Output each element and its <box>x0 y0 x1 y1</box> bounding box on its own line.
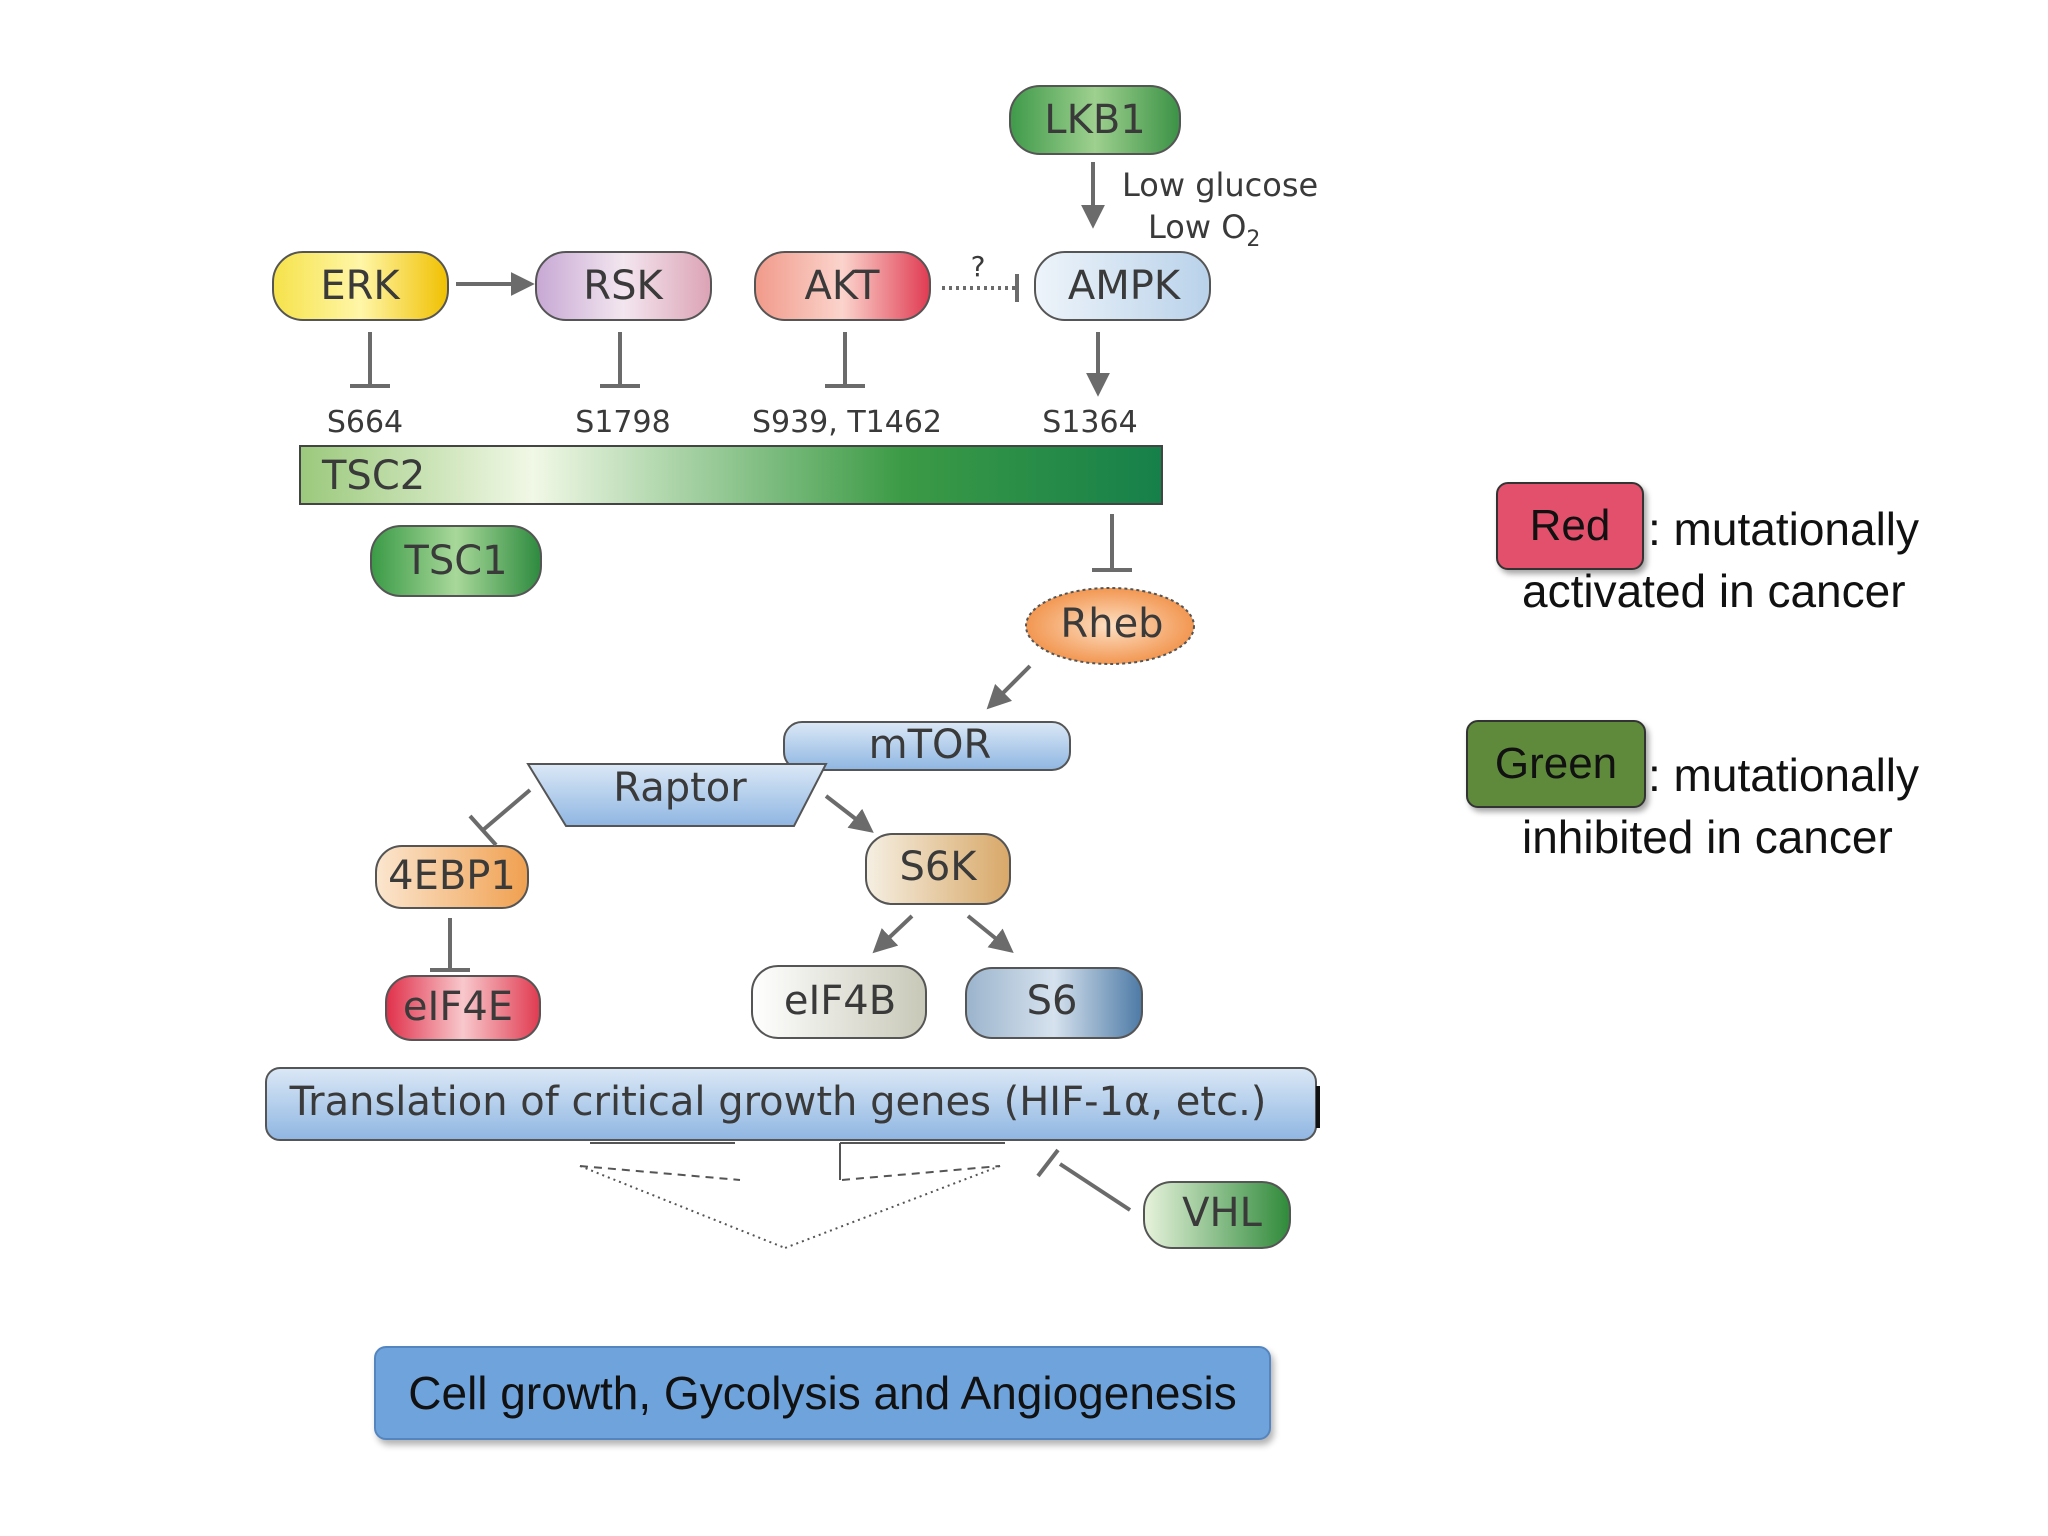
translation-bar: Translation of critical growth genes (HI… <box>265 1067 1320 1141</box>
ampk-label: AMPK <box>1068 263 1182 309</box>
stress-label-subscript: 2 <box>1246 227 1260 252</box>
rheb-node: Rheb <box>1025 587 1195 665</box>
tsc1-node: TSC1 <box>370 525 542 597</box>
legend-green-desc-line1: : mutationally <box>1648 749 1920 801</box>
translation-label: Translation of critical growth genes (HI… <box>289 1079 1267 1125</box>
rsk-label: RSK <box>583 263 664 309</box>
legend-red-desc-line1: : mutationally <box>1648 503 1920 555</box>
vhl-inhibition-bar <box>1036 1148 1060 1178</box>
raptor-label: Raptor <box>613 765 747 811</box>
legend-red-swatch: Red <box>1496 482 1644 570</box>
lkb1-node: LKB1 <box>1009 85 1181 155</box>
translation-funnel <box>579 1142 1005 1249</box>
stress-label-line2-text: Low O <box>1148 208 1246 246</box>
erk-node: ERK <box>272 251 449 321</box>
s6-node: S6 <box>965 967 1143 1039</box>
s6k-label: S6K <box>899 844 978 890</box>
rheb-label: Rheb <box>1060 601 1163 647</box>
akt-node: AKT <box>754 251 931 321</box>
vhl-label: VHL <box>1182 1190 1262 1236</box>
s6k-node: S6K <box>865 833 1011 905</box>
site-s939-t1462: S939, T1462 <box>752 405 942 440</box>
tsc2-bar: TSC2 <box>299 445 1163 505</box>
s6-label: S6 <box>1027 978 1078 1024</box>
rheb-to-mtor-arrow <box>986 664 1032 710</box>
4ebp1-node: 4EBP1 <box>375 845 529 909</box>
s6k-to-s6-arrow <box>966 914 1014 954</box>
4ebp1-label: 4EBP1 <box>388 853 516 899</box>
vhl-node: VHL <box>1143 1181 1291 1249</box>
pathway-edges <box>350 162 1132 1212</box>
rsk-node: RSK <box>535 251 712 321</box>
legend-green-label: Green <box>1494 739 1618 788</box>
site-s1364: S1364 <box>1042 405 1137 440</box>
ampk-node: AMPK <box>1034 251 1211 321</box>
legend-green-swatch: Green <box>1466 720 1646 808</box>
raptor-4ebp1-inhibition-bar <box>468 814 498 847</box>
raptor-4ebp1-inhibition-line <box>481 788 532 832</box>
akt-label: AKT <box>805 263 880 309</box>
legend-green-desc-line2: inhibited in cancer <box>1522 811 1893 863</box>
outcome-label: Cell growth, Gycolysis and Angiogenesis <box>408 1367 1237 1419</box>
site-s1798: S1798 <box>575 405 670 440</box>
outcome-box: Cell growth, Gycolysis and Angiogenesis <box>374 1346 1271 1440</box>
legend-red-label: Red <box>1529 501 1611 550</box>
tsc2-label: TSC2 <box>321 453 425 499</box>
vhl-inhibition-line <box>1058 1162 1132 1212</box>
tsc1-label: TSC1 <box>403 538 507 584</box>
eif4e-node: eIF4E <box>385 975 541 1041</box>
eif4b-label: eIF4B <box>784 978 896 1024</box>
stress-label-line2: Low O2 <box>1148 208 1260 252</box>
stress-label-line1: Low glucose <box>1122 166 1318 204</box>
unknown-mark: ? <box>971 250 986 283</box>
erk-label: ERK <box>320 263 401 309</box>
lkb1-label: LKB1 <box>1044 97 1145 143</box>
legend-red-desc-line2: activated in cancer <box>1522 565 1906 617</box>
mtor-label: mTOR <box>869 722 992 768</box>
eif4b-node: eIF4B <box>751 965 927 1039</box>
s6k-to-eif4b-arrow <box>872 914 914 954</box>
eif4e-label: eIF4E <box>403 984 513 1030</box>
site-s664: S664 <box>327 405 403 440</box>
raptor-node: Raptor <box>526 763 828 827</box>
mtor-node: mTOR <box>783 721 1071 771</box>
raptor-to-s6k-arrow <box>824 794 874 833</box>
